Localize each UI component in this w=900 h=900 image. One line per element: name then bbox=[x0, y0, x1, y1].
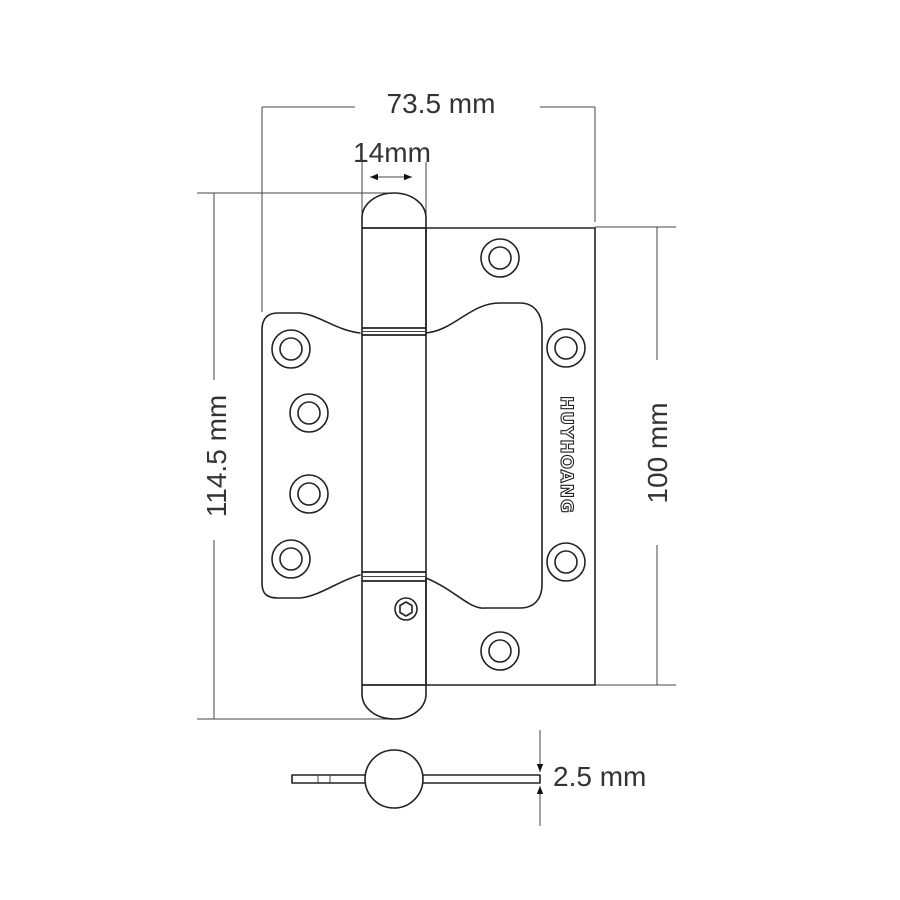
brand-stamp: HUYHOANG bbox=[556, 396, 576, 514]
screw-hole bbox=[546, 328, 586, 368]
screw-hole bbox=[480, 238, 520, 278]
outer-leaf-screw-holes bbox=[480, 238, 586, 671]
barrel-diameter-dimension: 14mm bbox=[353, 137, 431, 222]
barrel-diameter-label: 14mm bbox=[353, 137, 431, 168]
side-view bbox=[291, 749, 541, 809]
outer-leaf bbox=[425, 227, 596, 686]
screw-hole bbox=[546, 542, 586, 582]
screw-hole bbox=[289, 393, 329, 433]
top-finial bbox=[361, 192, 427, 229]
hex-screw-icon bbox=[394, 597, 418, 621]
inner-leaf bbox=[261, 312, 361, 599]
screw-hole bbox=[271, 539, 311, 579]
barrel-middle-section bbox=[361, 334, 427, 573]
barrel-top-section bbox=[361, 227, 427, 329]
barrel bbox=[361, 192, 427, 720]
leaf-height-dimension: 100 mm bbox=[595, 226, 676, 686]
screw-hole bbox=[271, 329, 311, 369]
leaf-height-label: 100 mm bbox=[642, 402, 673, 503]
overall-width-dimension: 73.5 mm bbox=[261, 88, 596, 312]
screw-hole bbox=[289, 474, 329, 514]
thickness-dimension: 2.5 mm bbox=[536, 730, 646, 826]
side-view-barrel bbox=[364, 749, 424, 809]
inner-leaf-screw-holes bbox=[271, 329, 329, 579]
overall-height-dimension: 114.5 mm bbox=[197, 192, 395, 720]
overall-width-label: 73.5 mm bbox=[387, 88, 496, 119]
barrel-bottom-section bbox=[361, 580, 427, 686]
bottom-finial bbox=[361, 684, 427, 720]
screw-hole bbox=[480, 631, 520, 671]
overall-height-label: 114.5 mm bbox=[201, 395, 232, 517]
thickness-label: 2.5 mm bbox=[553, 761, 646, 792]
